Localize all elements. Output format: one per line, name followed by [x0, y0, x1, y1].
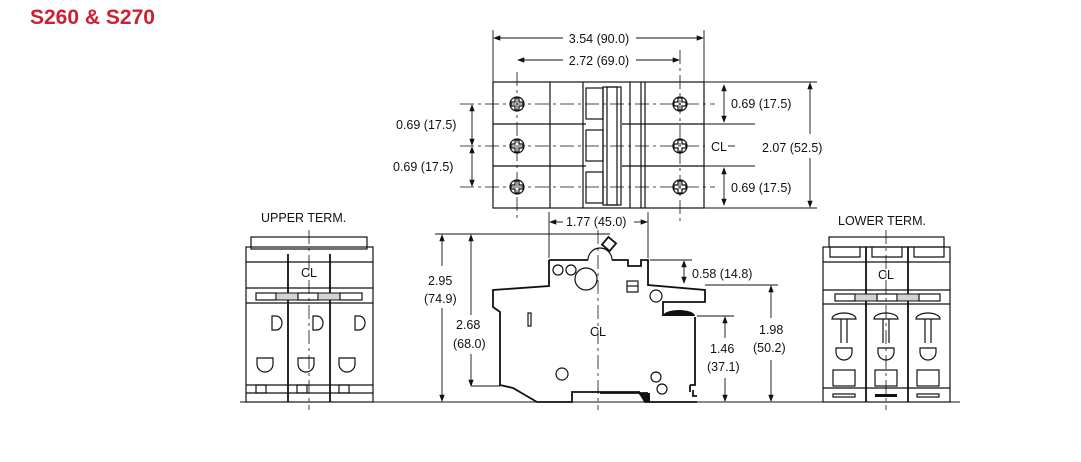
dim-overall-width: 3.54 (90.0) [569, 32, 629, 46]
terminal-clamp-icon [256, 315, 366, 373]
side-view: CL 1.77 (45.0) 2.95 (74.9) 2.68 (68.0) 0… [240, 212, 960, 410]
dim-body-height-mm: (68.0) [453, 337, 486, 351]
dim-front-height-in: 1.98 [759, 323, 783, 337]
upper-terminal-view: UPPER TERM. CL [245, 211, 374, 410]
dim-pole-pitch-right-2: 0.69 (17.5) [731, 181, 791, 195]
side-centerline-label: CL [590, 325, 606, 339]
dim-rail-height-in: 1.46 [710, 342, 734, 356]
dim-rail-height-mm: (37.1) [707, 360, 740, 374]
top-view: 3.54 (90.0) 2.72 (69.0) 0.69 (17.5) 0.69… [393, 30, 822, 222]
lower-term-label: LOWER TERM. [838, 214, 926, 228]
dim-total-height-mm: (74.9) [424, 292, 457, 306]
dim-overall-height: 2.07 (52.5) [762, 141, 822, 155]
lower-terminal-view: LOWER TERM. CL [822, 214, 951, 410]
dim-pole-pitch-left-2: 0.69 (17.5) [393, 160, 453, 174]
dim-total-height-in: 2.95 [428, 274, 452, 288]
upper-term-label: UPPER TERM. [261, 211, 346, 225]
dim-depth: 1.77 (45.0) [566, 215, 626, 229]
centerline-label: CL [711, 140, 727, 154]
dim-front-height-mm: (50.2) [753, 341, 786, 355]
terminal-screw-icon [831, 312, 941, 361]
dim-step: 0.58 (14.8) [692, 267, 752, 281]
dim-terminal-spacing: 2.72 (69.0) [569, 54, 629, 68]
page-title: S260 & S270 [30, 6, 155, 29]
dim-body-height-in: 2.68 [456, 318, 480, 332]
dim-pole-pitch-left-1: 0.69 (17.5) [396, 118, 456, 132]
dim-pole-pitch-right-1: 0.69 (17.5) [731, 97, 791, 111]
